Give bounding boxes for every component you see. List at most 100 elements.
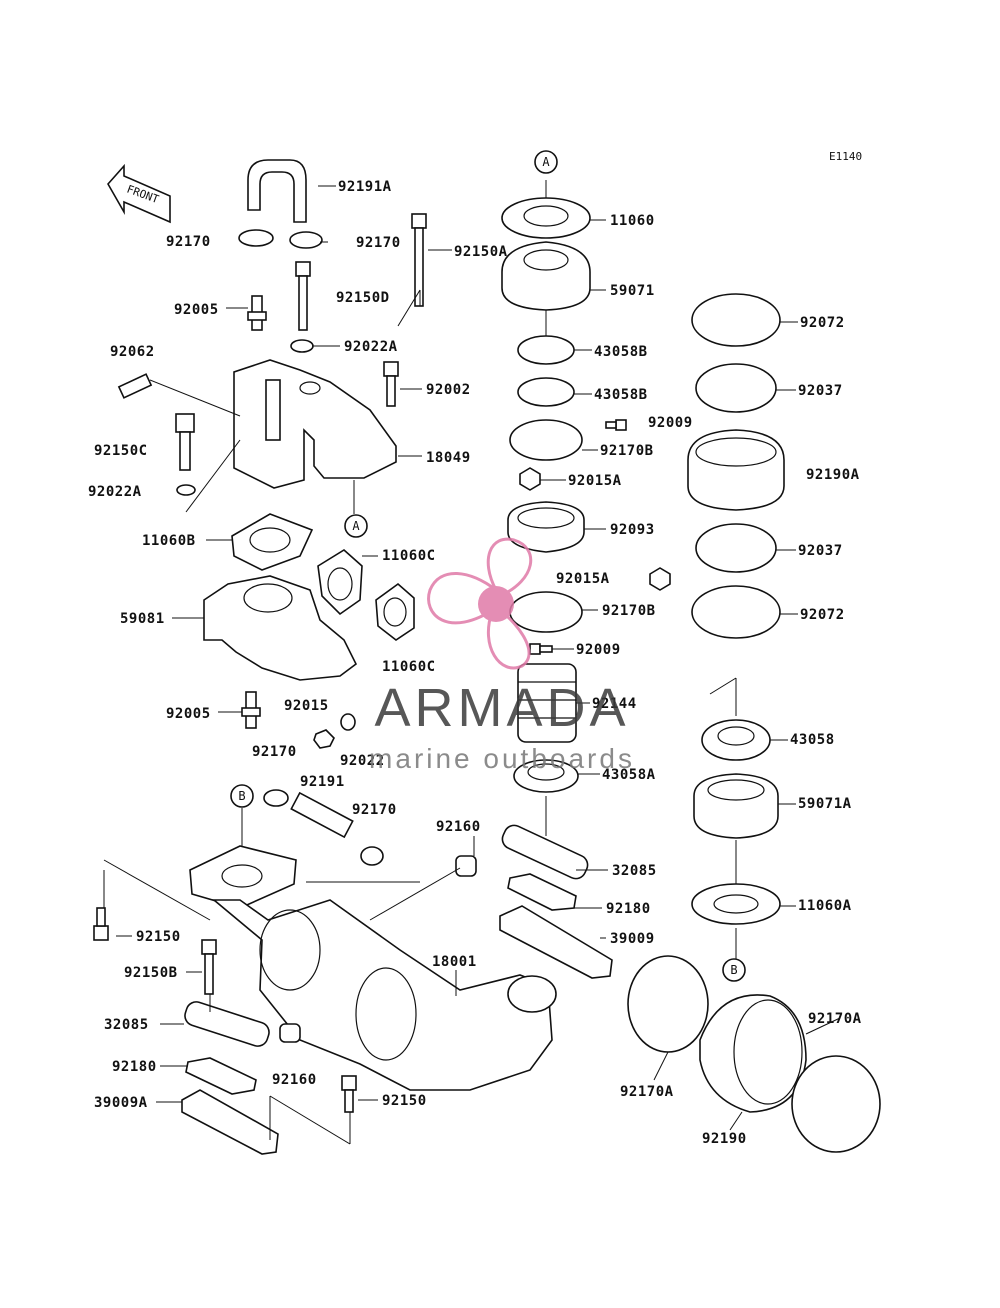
band-92072-b [691,585,781,639]
part-label: 32085 [104,1017,149,1033]
part-label: 92170A [620,1084,674,1100]
bushing-92160-b [455,855,477,877]
clamp-92170-a [238,229,274,247]
propeller-logo-icon [427,537,533,670]
svg-text:B: B [730,963,737,977]
nut-92015 [313,729,335,749]
clamp-92170A-a [627,955,709,1053]
ring-43058B-a [517,335,575,365]
callout-a-bottom: A [344,514,368,538]
ring-43058B-b [517,377,575,407]
bracket-32085-b [501,824,589,880]
part-label: 18049 [426,450,471,466]
fitting-92005-top [247,295,267,331]
part-label: 92170B [602,603,656,619]
mount-39009 [499,905,613,979]
part-label: 39009A [94,1095,148,1111]
washer-92022A [290,339,314,353]
plate-59071 [501,241,591,311]
svg-text:A: A [542,155,550,169]
front-arrow-icon: FRONT [107,163,171,224]
part-label: 92009 [648,415,693,431]
bracket-32085-a [184,1001,270,1047]
bolt-92150-b [341,1075,357,1113]
part-label: 92150 [136,929,181,945]
part-label: 92022 [340,753,385,769]
part-label: 59071A [798,796,852,812]
part-label: 32085 [612,863,657,879]
part-label: 92170 [252,744,297,760]
gasket-11060B [231,513,314,571]
clamp-92170-b [289,231,323,249]
part-label: 92180 [606,901,651,917]
part-label: 92002 [426,382,471,398]
part-label: 92072 [800,607,845,623]
exhaust-pipe-59081 [203,575,358,681]
sleeve-92190 [699,994,807,1113]
bolt-92150-a [93,907,109,941]
svg-text:B: B [238,789,245,803]
nut-92015A-b [649,567,671,591]
part-label: 92062 [110,344,155,360]
bolt-92150D [295,261,311,331]
part-label: 39009 [610,931,655,947]
hose-92191A [247,159,307,223]
sleeve-92190A [687,429,785,511]
flange-b [189,845,297,909]
clamp-92170A-b [791,1055,881,1153]
ring-43058A [513,759,579,793]
part-label: 11060B [142,533,196,549]
diagram-code: E1140 [829,150,862,163]
part-label: 92170A [808,1011,862,1027]
part-label: 59081 [120,611,165,627]
svg-text:A: A [352,519,360,533]
part-label: 92093 [610,522,655,538]
ring-43058 [701,719,771,761]
part-label: 92072 [800,315,845,331]
part-label: 92037 [798,383,843,399]
part-label: 92150 [382,1093,427,1109]
bolt-92002 [383,361,399,407]
part-label: 11060C [382,548,436,564]
gasket-11060C-a [317,549,363,616]
part-label: 92015 [284,698,329,714]
part-label: 11060C [382,659,436,675]
part-label: 59071 [610,283,655,299]
part-label: 43058A [602,767,656,783]
part-label: 92150D [336,290,390,306]
ring-92093 [507,501,585,553]
fitting-92005-bottom [241,691,261,729]
guide-lines [103,796,547,1144]
watermark-tagline: marine outboards [369,743,635,774]
bushing-92160-a [279,1023,301,1043]
part-label: 92170 [356,235,401,251]
gasket-11060C-b [375,582,415,641]
washer-92022A-b [176,484,196,496]
part-label: 92144 [592,696,637,712]
bolt-92150B [201,939,217,995]
gasket-11060 [501,197,591,239]
hose-92191 [290,791,354,839]
part-label: 18001 [432,954,477,970]
callout-a-top: A [534,150,558,174]
part-label: 92180 [112,1059,157,1075]
part-label: 11060 [610,213,655,229]
clamp-92170-d [360,846,384,866]
bolt-92150A [411,213,427,307]
part-label: 92191 [300,774,345,790]
clamp-92037-a [695,363,777,413]
nut-92015A-a [519,467,541,491]
part-label: 92170 [166,234,211,250]
clamp-92170B-a [509,419,583,461]
watermark: ARMADA marine outboards [369,537,635,774]
part-label: 92190A [806,467,860,483]
part-label: 92015A [568,473,622,489]
part-label: 43058B [594,387,648,403]
part-labels: 92191A 92170 92170 92150A 92150D 92005 9… [88,179,862,1147]
part-label: 92191A [338,179,392,195]
bolt-92150C [175,413,195,471]
bolt-92009-b [605,419,627,431]
part-label: 92037 [798,543,843,559]
part-label: 92015A [556,571,610,587]
